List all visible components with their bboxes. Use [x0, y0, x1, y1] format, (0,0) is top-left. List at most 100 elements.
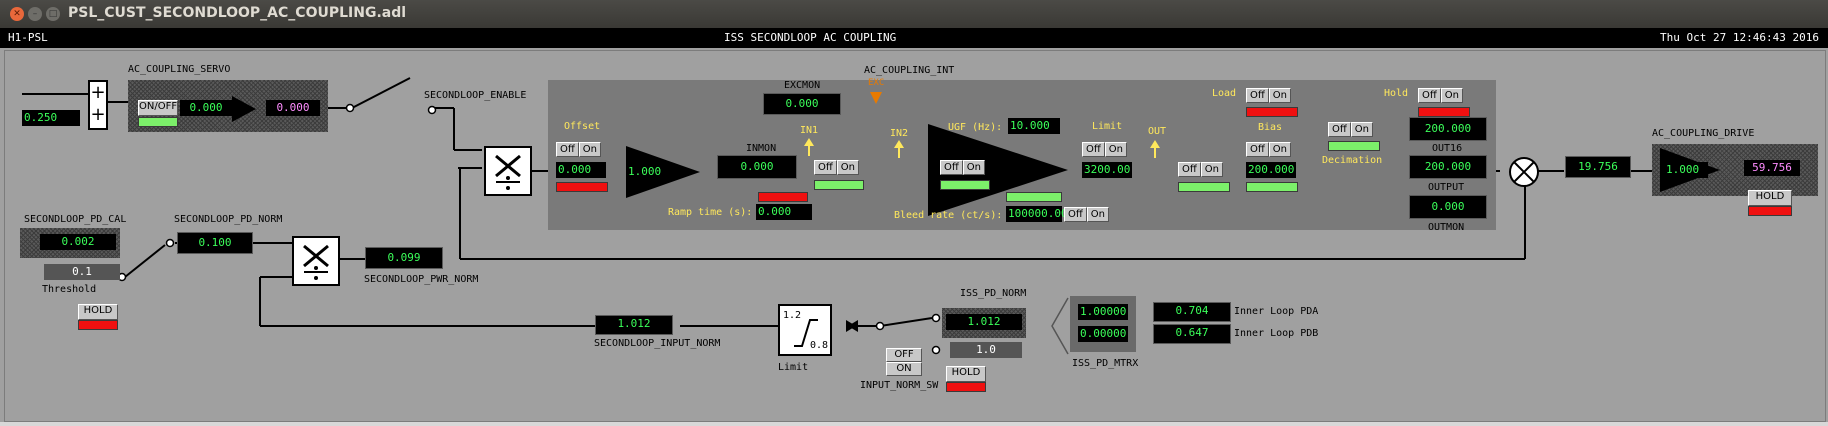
mtrx-b-input[interactable]: 0.00000 — [1078, 326, 1128, 342]
bias-label: Bias — [1258, 122, 1283, 133]
int-status-led — [940, 180, 990, 190]
mtrx-label: ISS_PD_MTRX — [1072, 358, 1139, 369]
drive-hold-button[interactable]: HOLD — [1748, 190, 1792, 206]
in1-on-button[interactable]: On — [836, 160, 859, 175]
in1-label: IN1 — [800, 125, 819, 136]
bleed-label: Bleed rate (ct/s): — [894, 210, 1003, 221]
int-on-button[interactable]: On — [962, 160, 985, 175]
servo-label: AC_COUPLING_SERVO — [128, 64, 231, 75]
servo-onoff-button[interactable]: ON/OFF — [138, 100, 178, 116]
pd-cal-readback: 0.002 — [40, 234, 116, 250]
bias-input[interactable]: 200.000 — [1246, 162, 1296, 178]
input-norm-sw-off-button[interactable]: OFF — [886, 348, 922, 362]
summing-junction-icon — [1509, 157, 1539, 187]
offset-on-button[interactable]: On — [578, 142, 601, 157]
decimation-label: Decimation — [1322, 155, 1383, 166]
mtrx-a-input[interactable]: 1.00000 — [1078, 304, 1128, 320]
offset-label: Offset — [564, 121, 601, 132]
excmon-readback: 0.000 — [763, 93, 841, 115]
bleed-input[interactable]: 100000.00 — [1006, 206, 1068, 222]
header-title: ISS SECONDLOOP AC COUPLING — [724, 31, 897, 44]
integrator-triangle-icon — [928, 124, 1068, 216]
load-alarm-led — [1246, 107, 1298, 117]
out16-readback: 200.000 — [1409, 117, 1487, 141]
pd-cal-hold-led — [78, 320, 118, 330]
maximize-icon[interactable]: □ — [46, 7, 60, 21]
decimation-on-button[interactable]: On — [1350, 122, 1373, 137]
load-label: Load — [1212, 88, 1237, 99]
pda-readback: 0.704 — [1153, 302, 1231, 322]
servo-input-field[interactable]: 0.250 — [22, 110, 80, 126]
drive-label: AC_COUPLING_DRIVE — [1652, 128, 1755, 139]
out16-label: OUT16 — [1432, 143, 1463, 154]
bias-status-led — [1246, 182, 1298, 192]
int-off-button[interactable]: Off — [940, 160, 963, 175]
exc-label: EXC — [868, 78, 885, 88]
limit-input[interactable]: 3200.00 — [1082, 162, 1132, 178]
limit-block-label: Limit — [778, 362, 809, 373]
close-icon[interactable]: ✕ — [10, 7, 24, 21]
ugf-input[interactable]: 10.000 — [1008, 118, 1060, 134]
load-off-button[interactable]: Off — [1246, 88, 1269, 103]
bleed-off-button[interactable]: Off — [1064, 207, 1087, 222]
iss-pd-norm-readback: 1.012 — [946, 314, 1022, 330]
threshold-label: Threshold — [42, 284, 97, 295]
iss-pd-norm-setting: 1.0 — [950, 342, 1022, 358]
header-timestamp: Thu Oct 27 12:46:43 2016 — [1660, 31, 1819, 44]
in1-status-led — [814, 180, 864, 190]
header-bar: H1-PSL ISS SECONDLOOP AC COUPLING Thu Oc… — [0, 28, 1828, 48]
limit-hi-label: 1.2 — [783, 310, 802, 321]
load-on-button[interactable]: On — [1268, 88, 1291, 103]
hold-off-button[interactable]: Off — [1418, 88, 1441, 103]
norm-divide-block — [292, 236, 340, 286]
drive-gain-input[interactable]: 1.000 — [1664, 162, 1708, 178]
bleed-on-button[interactable]: On — [1086, 207, 1109, 222]
bias-on-button[interactable]: On — [1268, 142, 1291, 157]
ramp-input[interactable]: 0.000 — [756, 204, 812, 220]
input-norm-label: SECONDLOOP_INPUT_NORM — [594, 338, 721, 349]
inmon-label: INMON — [746, 143, 777, 154]
limit-on-button[interactable]: On — [1104, 142, 1127, 157]
input-norm-readback: 1.012 — [595, 315, 673, 335]
out-label: OUT — [1148, 126, 1167, 137]
bias-off-button[interactable]: Off — [1246, 142, 1269, 157]
decimation-off-button[interactable]: Off — [1328, 122, 1351, 137]
out-arrow-icon — [1150, 140, 1160, 158]
input-gain-field[interactable]: 1.000 — [626, 164, 670, 180]
pd-cal-hold-button[interactable]: HOLD — [78, 304, 118, 320]
limit-off-button[interactable]: Off — [1082, 142, 1105, 157]
offset-off-button[interactable]: Off — [556, 142, 579, 157]
out-status-led — [1178, 182, 1230, 192]
servo-gain-readback: 0.000 — [180, 100, 232, 116]
header-site: H1-PSL — [8, 31, 48, 44]
in1-off-button[interactable]: Off — [814, 160, 837, 175]
offset-input[interactable]: 0.000 — [556, 162, 606, 178]
drive-output-readback: 59.756 — [1744, 160, 1800, 176]
out-off-button[interactable]: Off — [1178, 162, 1201, 177]
multiply-divide-icon — [303, 244, 329, 280]
minimize-icon[interactable]: – — [28, 7, 42, 21]
int-label: AC_COUPLING_INT — [864, 65, 955, 76]
hold-on-button[interactable]: On — [1440, 88, 1463, 103]
threshold-readback: 0.1 — [44, 264, 120, 280]
input-sum-block: ++ — [88, 80, 108, 130]
servo-output-readback: 0.000 — [266, 100, 320, 116]
out-on-button[interactable]: On — [1200, 162, 1223, 177]
input-norm-sw-on-button[interactable]: ON — [886, 362, 922, 376]
title-bar: ✕ – □ PSL_CUST_SECONDLOOP_AC_COUPLING.ad… — [0, 0, 1828, 28]
pd-norm-readback: 0.100 — [177, 232, 253, 254]
offset-alarm-led — [556, 182, 608, 192]
pwr-norm-label: SECONDLOOP_PWR_NORM — [364, 274, 479, 285]
iss-pd-norm-hold-button[interactable]: HOLD — [946, 366, 986, 382]
in1-arrow-icon — [804, 138, 814, 156]
inmon-alarm-led — [758, 192, 808, 202]
